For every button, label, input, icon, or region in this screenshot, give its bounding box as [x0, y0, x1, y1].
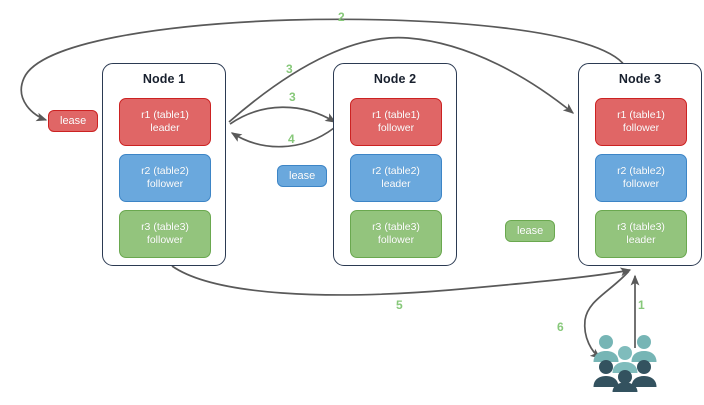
- replica-n3-r3[interactable]: r3 (table3) leader: [595, 210, 687, 258]
- replica-role-label: leader: [150, 122, 180, 134]
- step-label-5: 5: [396, 298, 403, 312]
- replica-range-label: r2 (table2): [617, 165, 665, 177]
- lease-badge-table1[interactable]: lease: [48, 110, 99, 132]
- replica-n1-r1[interactable]: r1 (table1) leader: [119, 98, 211, 146]
- edge-step-5: [171, 265, 632, 296]
- step-label-2: 2: [338, 10, 345, 24]
- step-label-4: 4: [288, 132, 295, 146]
- replica-range-label: r2 (table2): [141, 165, 189, 177]
- replica-role-label: leader: [626, 234, 656, 246]
- replica-role-label: follower: [377, 234, 415, 246]
- replica-range-label: r1 (table1): [141, 109, 189, 121]
- users-middle-person: [612, 346, 638, 373]
- lease-badge-table3[interactable]: lease: [505, 220, 556, 242]
- replica-n1-r3[interactable]: r3 (table3) follower: [119, 210, 211, 258]
- node-title: Node 3: [618, 72, 662, 86]
- users-icon: [593, 335, 657, 392]
- node-container-3[interactable]: Node 3 r1 (table1) follower r2 (table2) …: [578, 63, 702, 266]
- replica-role-label: follower: [146, 178, 184, 190]
- replica-range-label: r1 (table1): [617, 109, 665, 121]
- users-back-row: [593, 335, 657, 362]
- users-front-row: [593, 360, 657, 392]
- replica-n3-r1[interactable]: r1 (table1) follower: [595, 98, 687, 146]
- replica-n3-r2[interactable]: r2 (table2) follower: [595, 154, 687, 202]
- node-container-1[interactable]: Node 1 r1 (table1) leader r2 (table2) fo…: [102, 63, 226, 266]
- step-label-3-replicate: 3: [289, 90, 296, 104]
- replica-n2-r3[interactable]: r3 (table3) follower: [350, 210, 442, 258]
- replica-n2-r1[interactable]: r1 (table1) follower: [350, 98, 442, 146]
- replica-role-label: leader: [381, 178, 411, 190]
- replica-role-label: follower: [146, 234, 184, 246]
- replica-range-label: r3 (table3): [372, 221, 420, 233]
- lease-badge-table2[interactable]: lease: [277, 165, 328, 187]
- replica-role-label: follower: [622, 122, 660, 134]
- replica-range-label: r3 (table3): [141, 221, 189, 233]
- replica-n1-r2[interactable]: r2 (table2) follower: [119, 154, 211, 202]
- replica-range-label: r1 (table1): [372, 109, 420, 121]
- step-label-6: 6: [557, 320, 564, 334]
- node-title: Node 1: [142, 72, 186, 86]
- replica-role-label: follower: [377, 122, 415, 134]
- replica-n2-r2[interactable]: r2 (table2) leader: [350, 154, 442, 202]
- step-label-1: 1: [638, 298, 645, 312]
- replica-range-label: r3 (table3): [617, 221, 665, 233]
- edge-step-3-replicate: [229, 106, 337, 125]
- replica-role-label: follower: [622, 178, 660, 190]
- step-label-3-forward: 3: [286, 62, 293, 76]
- node-title: Node 2: [373, 72, 417, 86]
- replica-range-label: r2 (table2): [372, 165, 420, 177]
- node-container-2[interactable]: Node 2 r1 (table1) follower r2 (table2) …: [333, 63, 457, 266]
- edge-step-4-ack: [230, 127, 335, 148]
